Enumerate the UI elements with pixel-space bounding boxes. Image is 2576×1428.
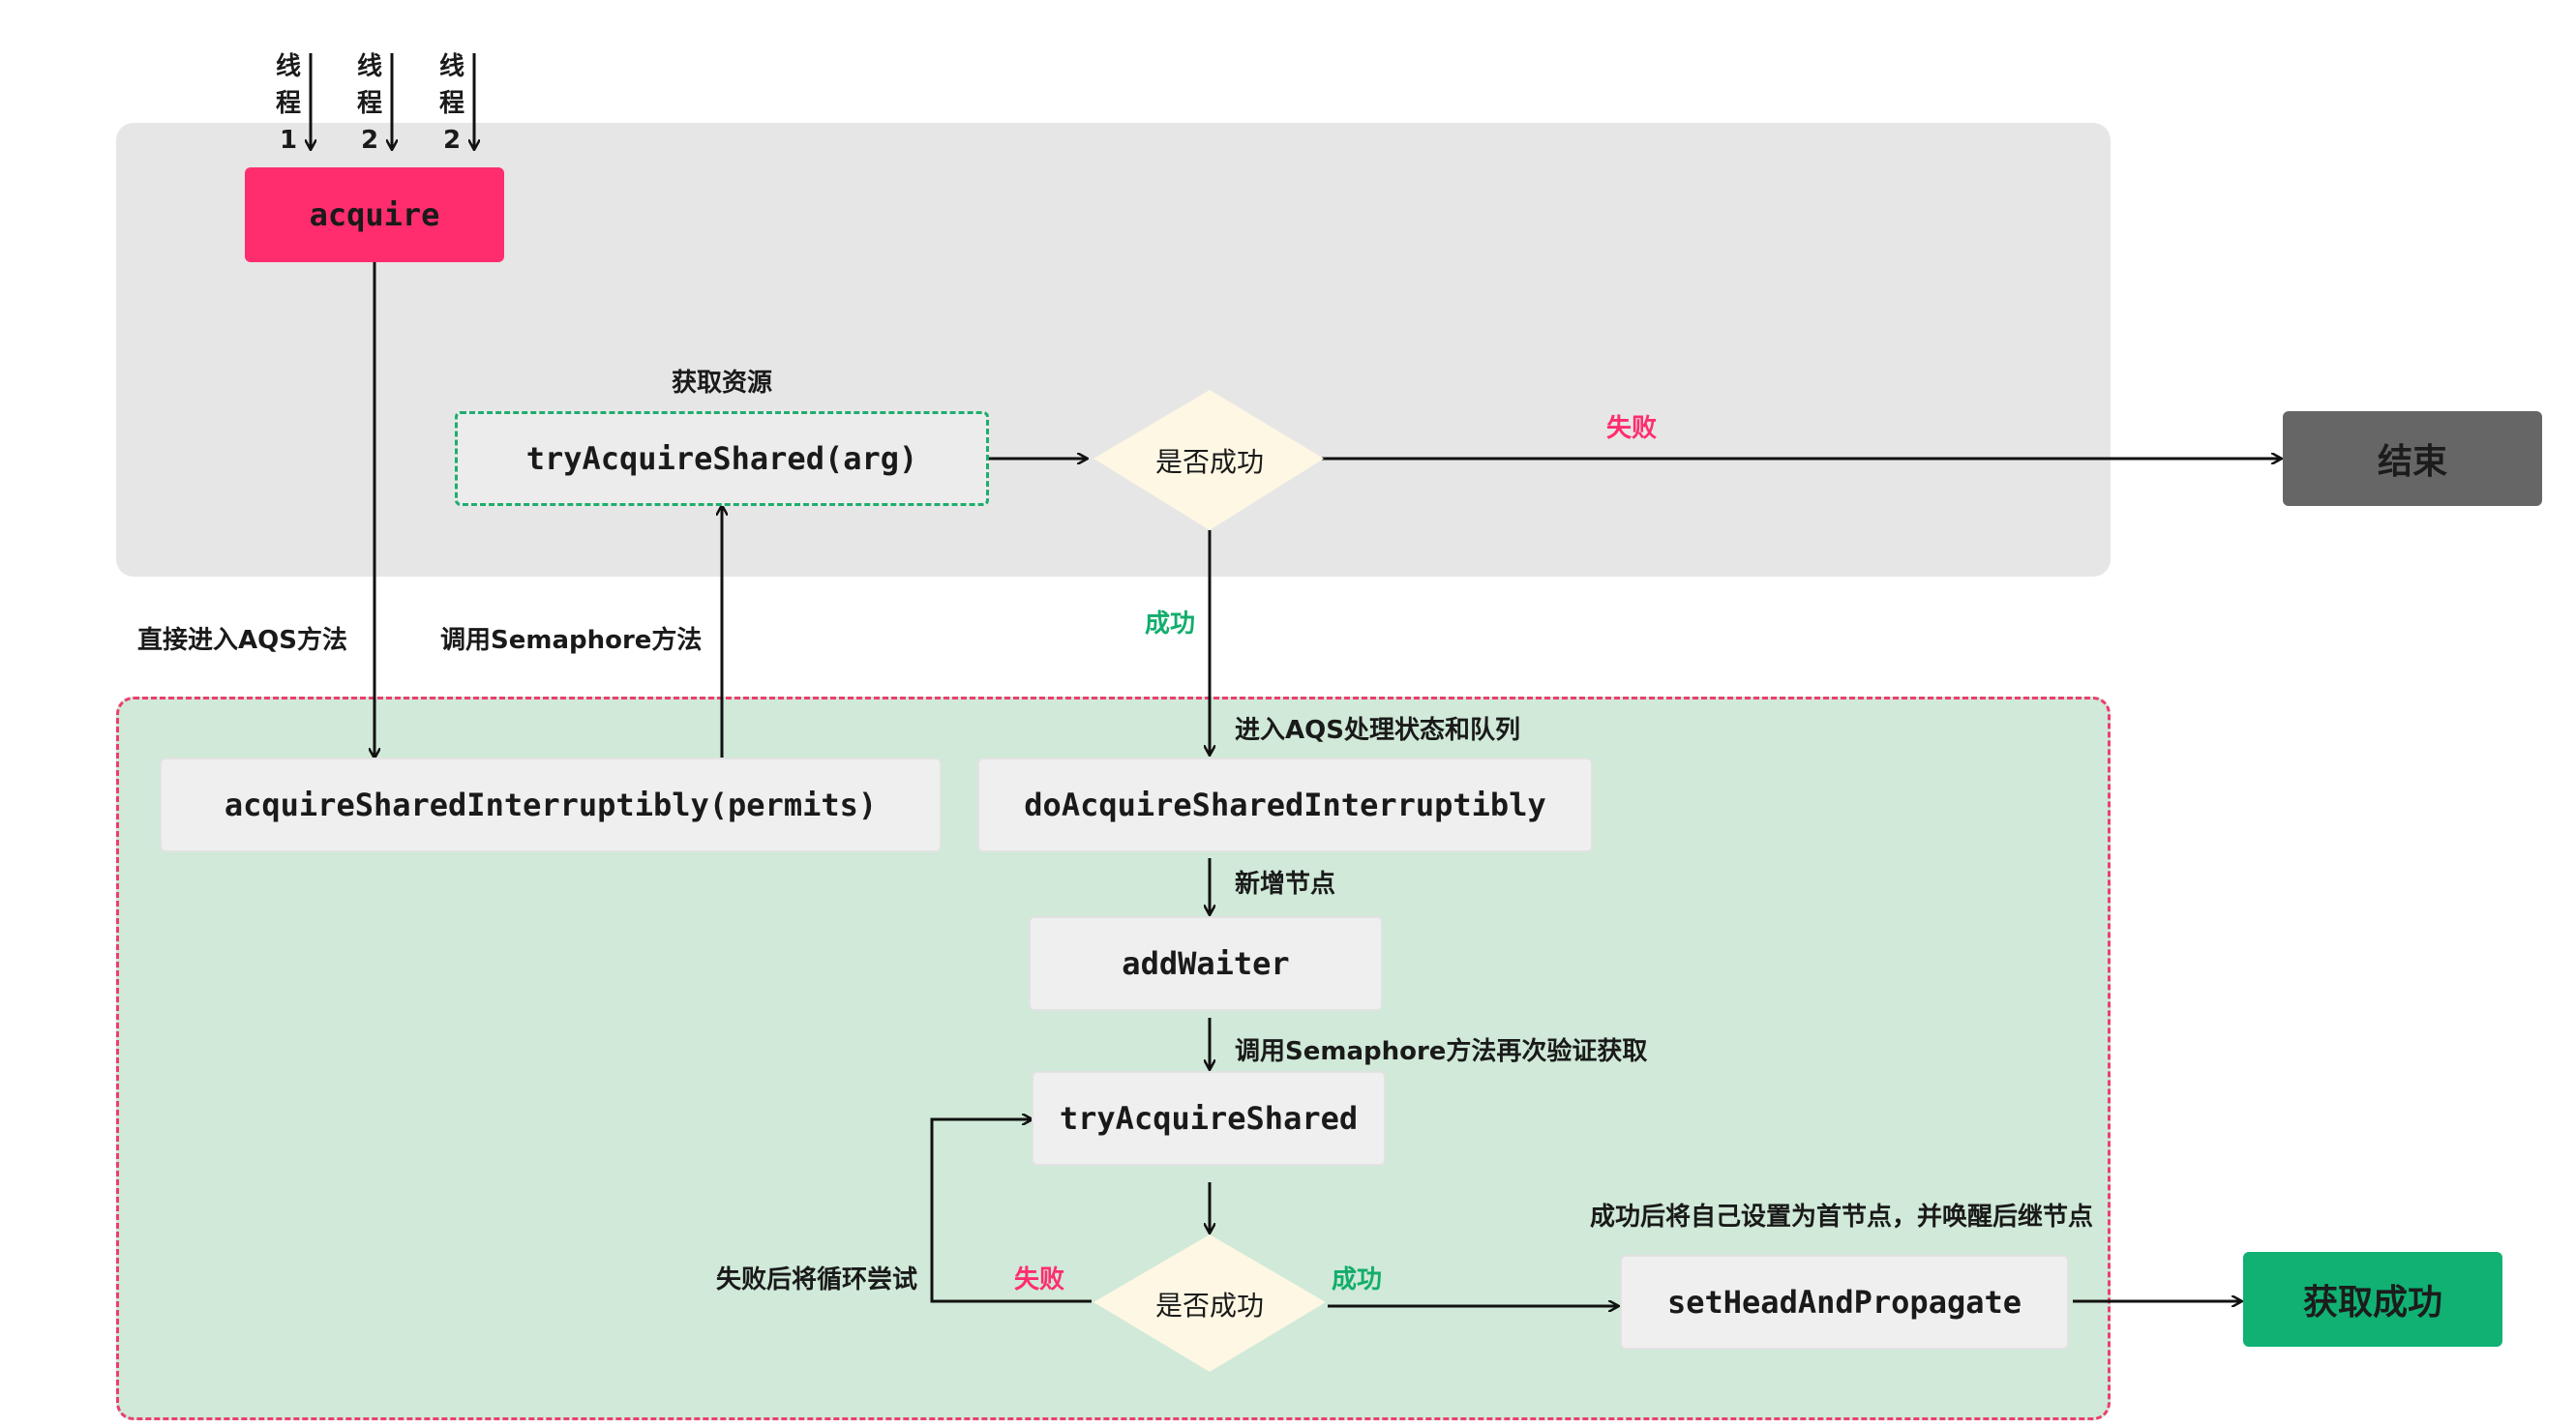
retry-loop-label: 失败后将循环尝试 [716,1265,918,1294]
fail-top-label: 失败 [1606,414,1658,443]
decision-bottom-label: 是否成功 [1154,1290,1264,1322]
do-acquire-shared-interruptibly-node: doAcquireSharedInterruptibly [977,758,1593,852]
acquire-node: acquire [245,167,504,262]
thread-3-char-1: 线 [438,52,464,81]
thread-2-label: 线 程 2 [355,48,384,159]
thread-1-char-3: 1 [279,126,298,155]
call-semaphore-label: 调用Semaphore方法 [440,626,703,655]
success-bottom-label: 成功 [1332,1265,1383,1294]
thread-1-char-2: 程 [275,89,301,118]
thread-3-char-2: 程 [438,89,464,118]
thread-2-char-2: 程 [356,89,382,118]
try-acquire-shared-node: tryAcquireShared [1032,1071,1386,1166]
thread-3-char-3: 2 [442,126,462,155]
thread-1-label: 线 程 1 [274,48,303,159]
decision-top-diamond [1093,390,1324,530]
thread-2-char-3: 2 [360,126,379,155]
add-waiter-node: addWaiter [1029,916,1383,1011]
acquire-shared-interruptibly-node: acquireSharedInterruptibly(permits) [160,758,942,852]
thread-3-label: 线 程 2 [437,48,466,159]
retry-loop-arrow [930,1119,1092,1303]
call-semaphore-verify-label: 调用Semaphore方法再次验证获取 [1235,1037,1648,1066]
thread-1-char-1: 线 [275,52,301,81]
set-head-and-propagate-node: setHeadAndPropagate [1620,1255,2069,1350]
success-top-label: 成功 [1145,610,1196,639]
direct-enter-aqs-label: 直接进入AQS方法 [137,626,347,655]
decision-top-label: 是否成功 [1154,446,1264,478]
thread-2-char-1: 线 [356,52,382,81]
try-acquire-shared-arg-node: tryAcquireShared(arg) [455,411,989,506]
enter-aqs-queue-label: 进入AQS处理状态和队列 [1235,716,1520,745]
decision-bottom-diamond [1093,1235,1326,1372]
new-node-label: 新增节点 [1235,870,1336,899]
fail-bottom-label: 失败 [1014,1265,1065,1294]
get-resource-label: 获取资源 [672,369,773,398]
end-node: 结束 [2283,411,2542,506]
acquire-success-node: 获取成功 [2243,1252,2502,1347]
set-head-note-label: 成功后将自己设置为首节点，并唤醒后继节点 [1590,1203,2094,1232]
